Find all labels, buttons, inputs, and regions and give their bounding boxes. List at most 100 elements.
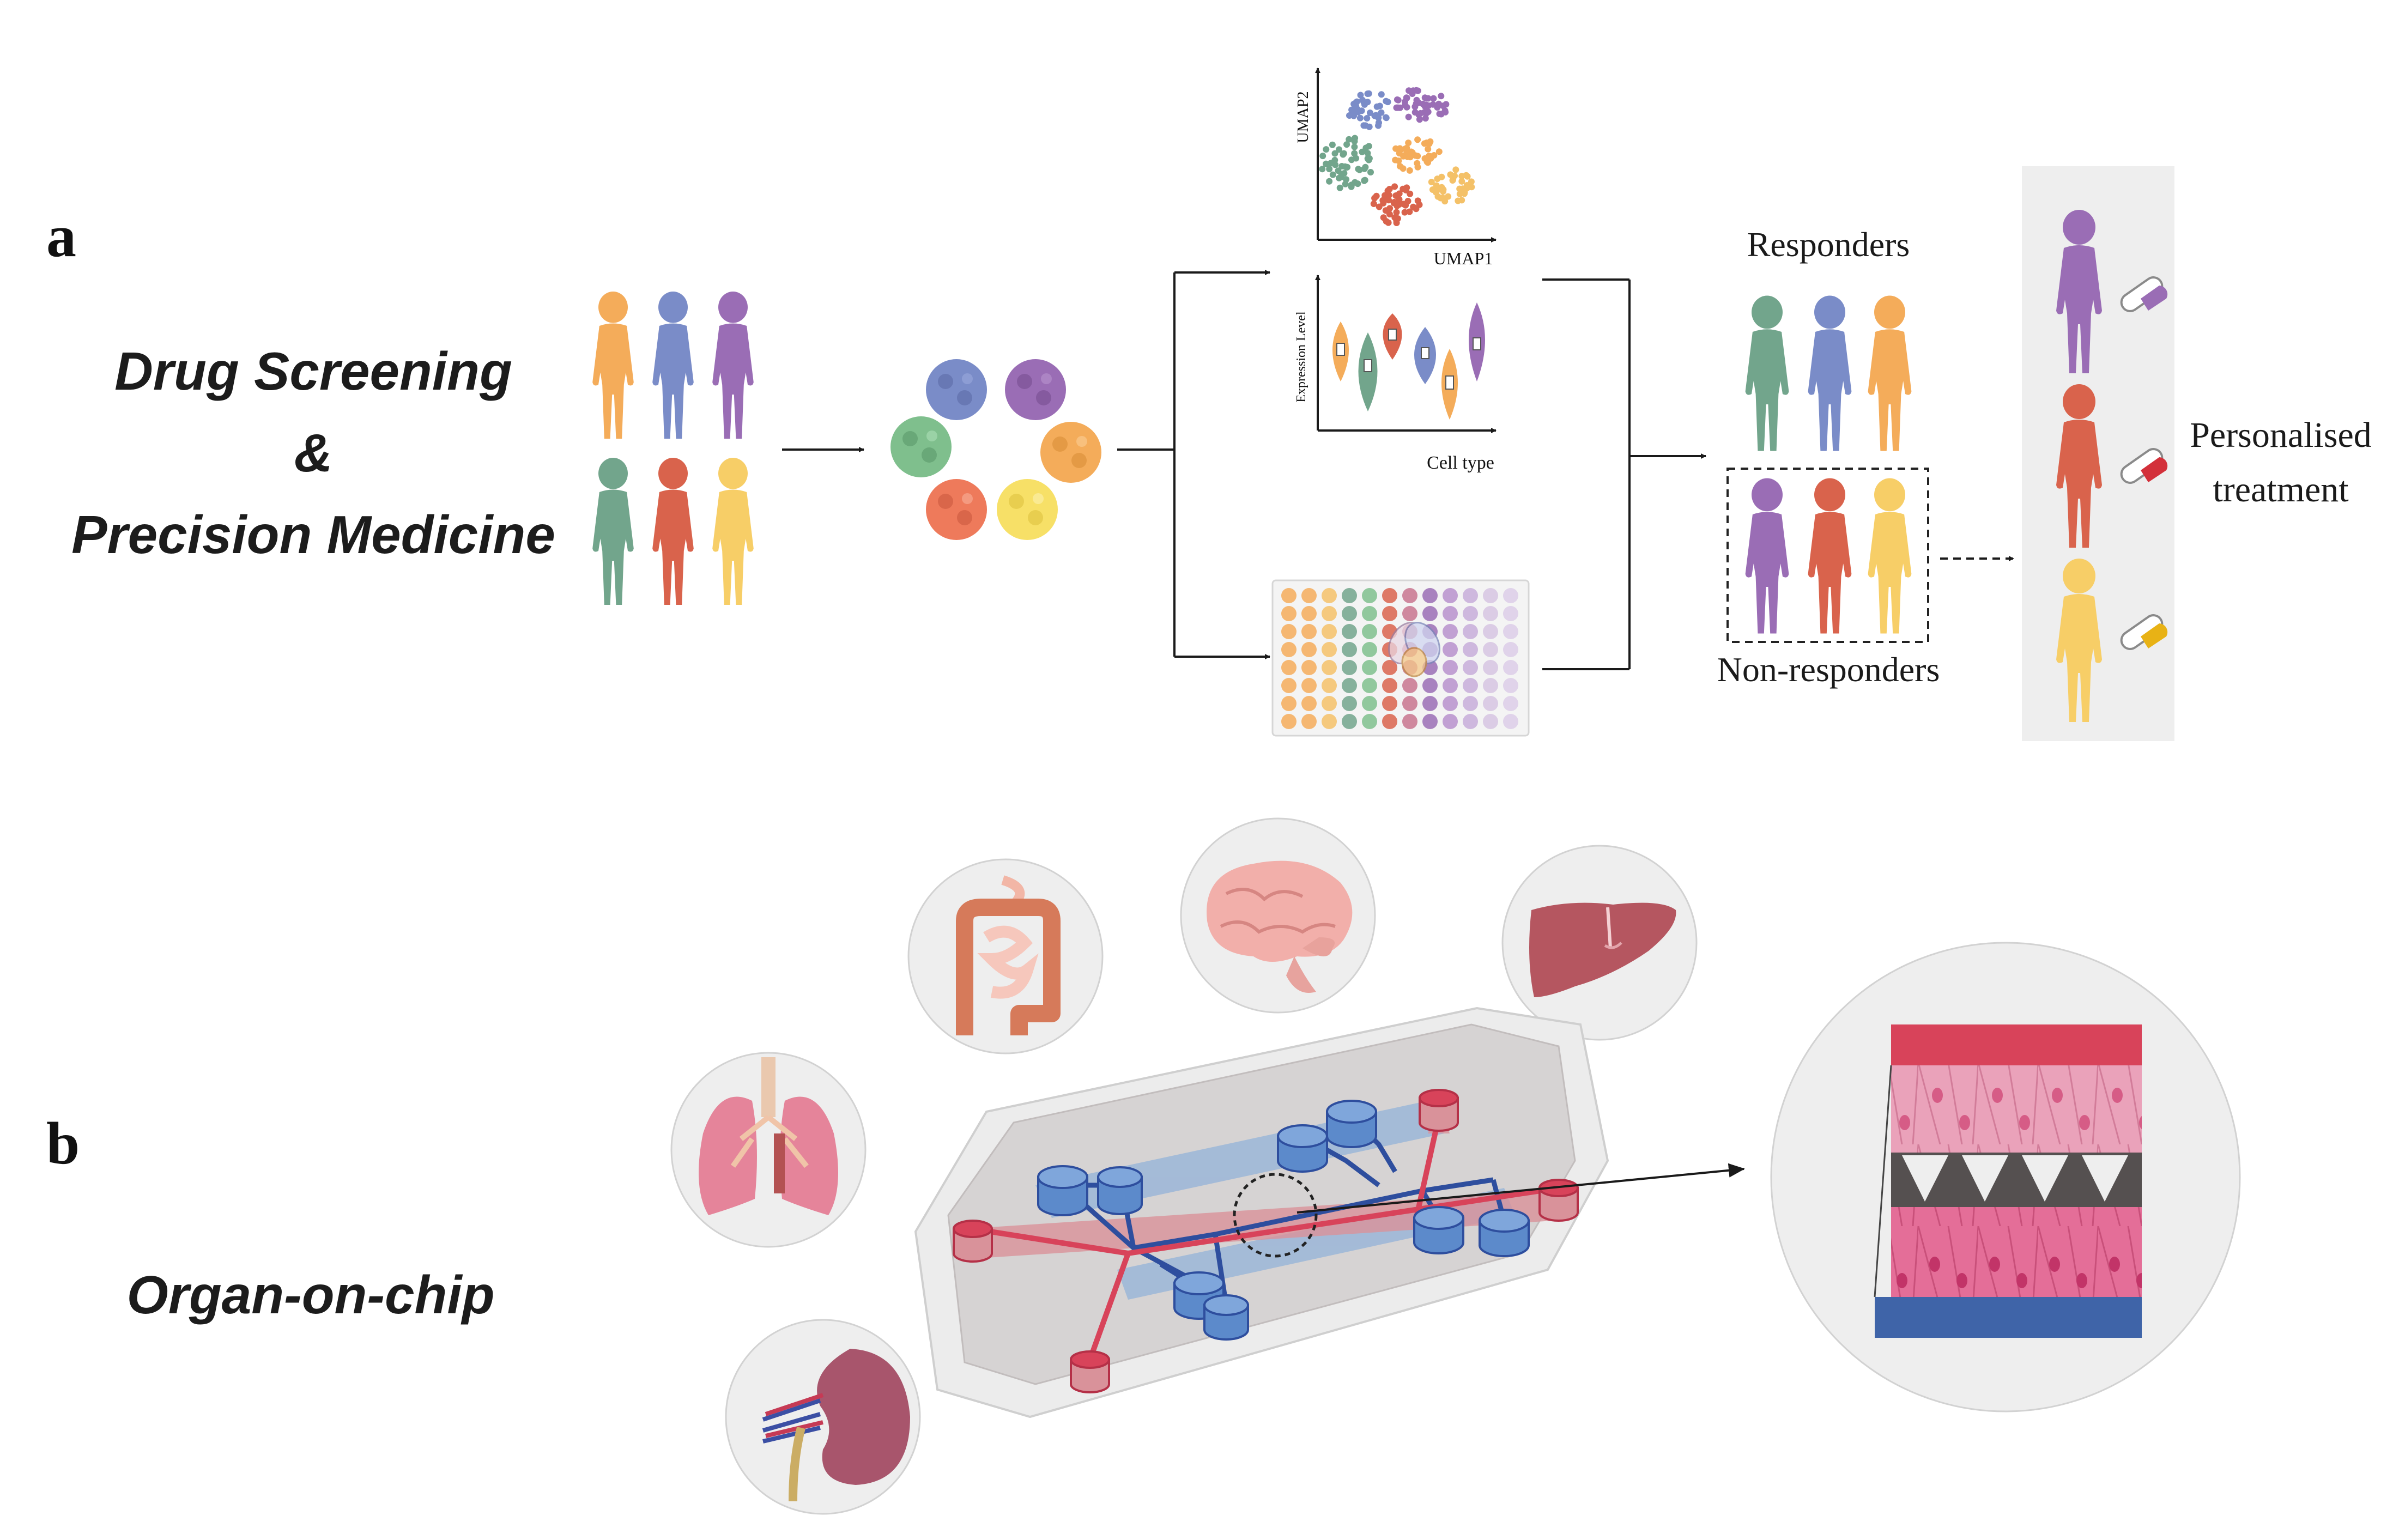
nonresponder-icon-red <box>1808 478 1852 634</box>
plate-well <box>1281 624 1297 639</box>
umap-point <box>1366 155 1373 162</box>
umap-point <box>1405 113 1412 120</box>
umap-point <box>1409 90 1416 97</box>
umap-point <box>1468 184 1475 191</box>
plate-well <box>1382 588 1397 603</box>
umap-points <box>1319 87 1475 226</box>
umap-point <box>1348 156 1355 163</box>
personalised-label: Personalised <box>2190 415 2372 455</box>
umap-y-label: UMAP2 <box>1295 92 1312 143</box>
umap-point <box>1353 98 1360 105</box>
umap-point <box>1346 112 1353 119</box>
plate-well <box>1362 714 1377 729</box>
umap-point <box>1411 103 1419 110</box>
plate-well <box>1342 642 1357 657</box>
blue-well <box>1173 1271 1225 1320</box>
plate-well <box>1463 660 1478 675</box>
umap-point <box>1425 108 1432 116</box>
title-line-ampersand: & <box>294 423 333 483</box>
porous-membrane <box>1891 1153 2142 1207</box>
red-ports <box>953 1089 1579 1393</box>
plate-well <box>1483 642 1498 657</box>
umap-point <box>1425 145 1432 153</box>
plate-well <box>1463 678 1478 693</box>
umap-point <box>1319 166 1326 173</box>
patient-icon-purple <box>712 292 754 439</box>
plate-well <box>1281 678 1297 693</box>
umap-point <box>1413 205 1420 213</box>
branch-connector <box>1117 270 1270 659</box>
responder-icon-orange <box>1868 295 1912 451</box>
umap-point <box>1458 173 1465 180</box>
umap-point <box>1458 178 1465 185</box>
umap-point <box>1421 140 1428 147</box>
umap-point <box>1358 107 1365 114</box>
plate-well <box>1322 624 1337 639</box>
umap-point <box>1343 141 1350 148</box>
umap-point <box>1376 203 1383 210</box>
umap-point <box>1458 197 1465 204</box>
umap-point <box>1371 112 1378 119</box>
blue-wells <box>1037 1100 1530 1341</box>
arrow-to-tissue-zoom <box>1297 1163 1745 1214</box>
plate-well <box>1322 606 1337 621</box>
plate-well <box>1362 660 1377 675</box>
umap-point <box>1391 183 1398 190</box>
umap-point <box>1422 115 1429 122</box>
umap-point <box>1417 110 1424 117</box>
plate-well <box>1422 696 1438 711</box>
organoid-yellow <box>997 479 1058 540</box>
umap-point <box>1331 150 1338 157</box>
umap-point <box>1384 187 1391 195</box>
plate-well <box>1301 714 1317 729</box>
well-grid <box>1281 588 1518 729</box>
umap-point <box>1326 178 1333 185</box>
plate-well <box>1483 624 1498 639</box>
organ-chip <box>914 1007 1609 1418</box>
violin-orange <box>1332 322 1349 381</box>
umap-point <box>1450 176 1457 183</box>
umap-point <box>1428 179 1435 185</box>
plate-well <box>1483 588 1498 603</box>
plate-well <box>1301 696 1317 711</box>
liver-circle <box>1501 845 1698 1041</box>
umap-point <box>1426 140 1433 147</box>
merge-connector <box>1542 278 1706 670</box>
umap-point <box>1402 98 1408 105</box>
kidney-icon <box>762 1349 910 1502</box>
umap-point <box>1380 214 1387 221</box>
umap-point <box>1351 143 1358 150</box>
umap-point <box>1434 175 1441 183</box>
violin-plot: Expression Level Cell type <box>1294 275 1497 473</box>
umap-point <box>1419 100 1426 107</box>
plate-well <box>1281 696 1297 711</box>
plate-well <box>1281 714 1297 729</box>
plate-well <box>1443 588 1458 603</box>
umap-point <box>1367 169 1374 175</box>
blue-well <box>1413 1206 1464 1254</box>
plate-well <box>1483 696 1498 711</box>
umap-point <box>1402 187 1409 193</box>
umap-point <box>1435 148 1443 155</box>
well-plate <box>1271 579 1530 737</box>
umap-point <box>1346 136 1353 143</box>
organoid-red <box>926 479 987 540</box>
plate-well <box>1503 660 1518 675</box>
plate-well <box>1463 588 1478 603</box>
panel-b-label: b <box>46 1110 80 1177</box>
umap-point <box>1348 181 1355 189</box>
plate-well <box>1443 714 1458 729</box>
umap-point <box>1342 180 1349 187</box>
plate-well <box>1322 678 1337 693</box>
plate-well <box>1301 642 1317 657</box>
plate-well <box>1281 660 1297 675</box>
umap-point <box>1401 209 1408 216</box>
plate-well <box>1463 714 1478 729</box>
umap-point <box>1445 193 1452 200</box>
intestine-icon <box>956 875 1061 1035</box>
plate-well <box>1483 678 1498 693</box>
umap-point <box>1392 201 1400 208</box>
responder-icon-green <box>1745 295 1789 451</box>
plate-well <box>1463 624 1478 639</box>
plate-well <box>1342 624 1357 639</box>
